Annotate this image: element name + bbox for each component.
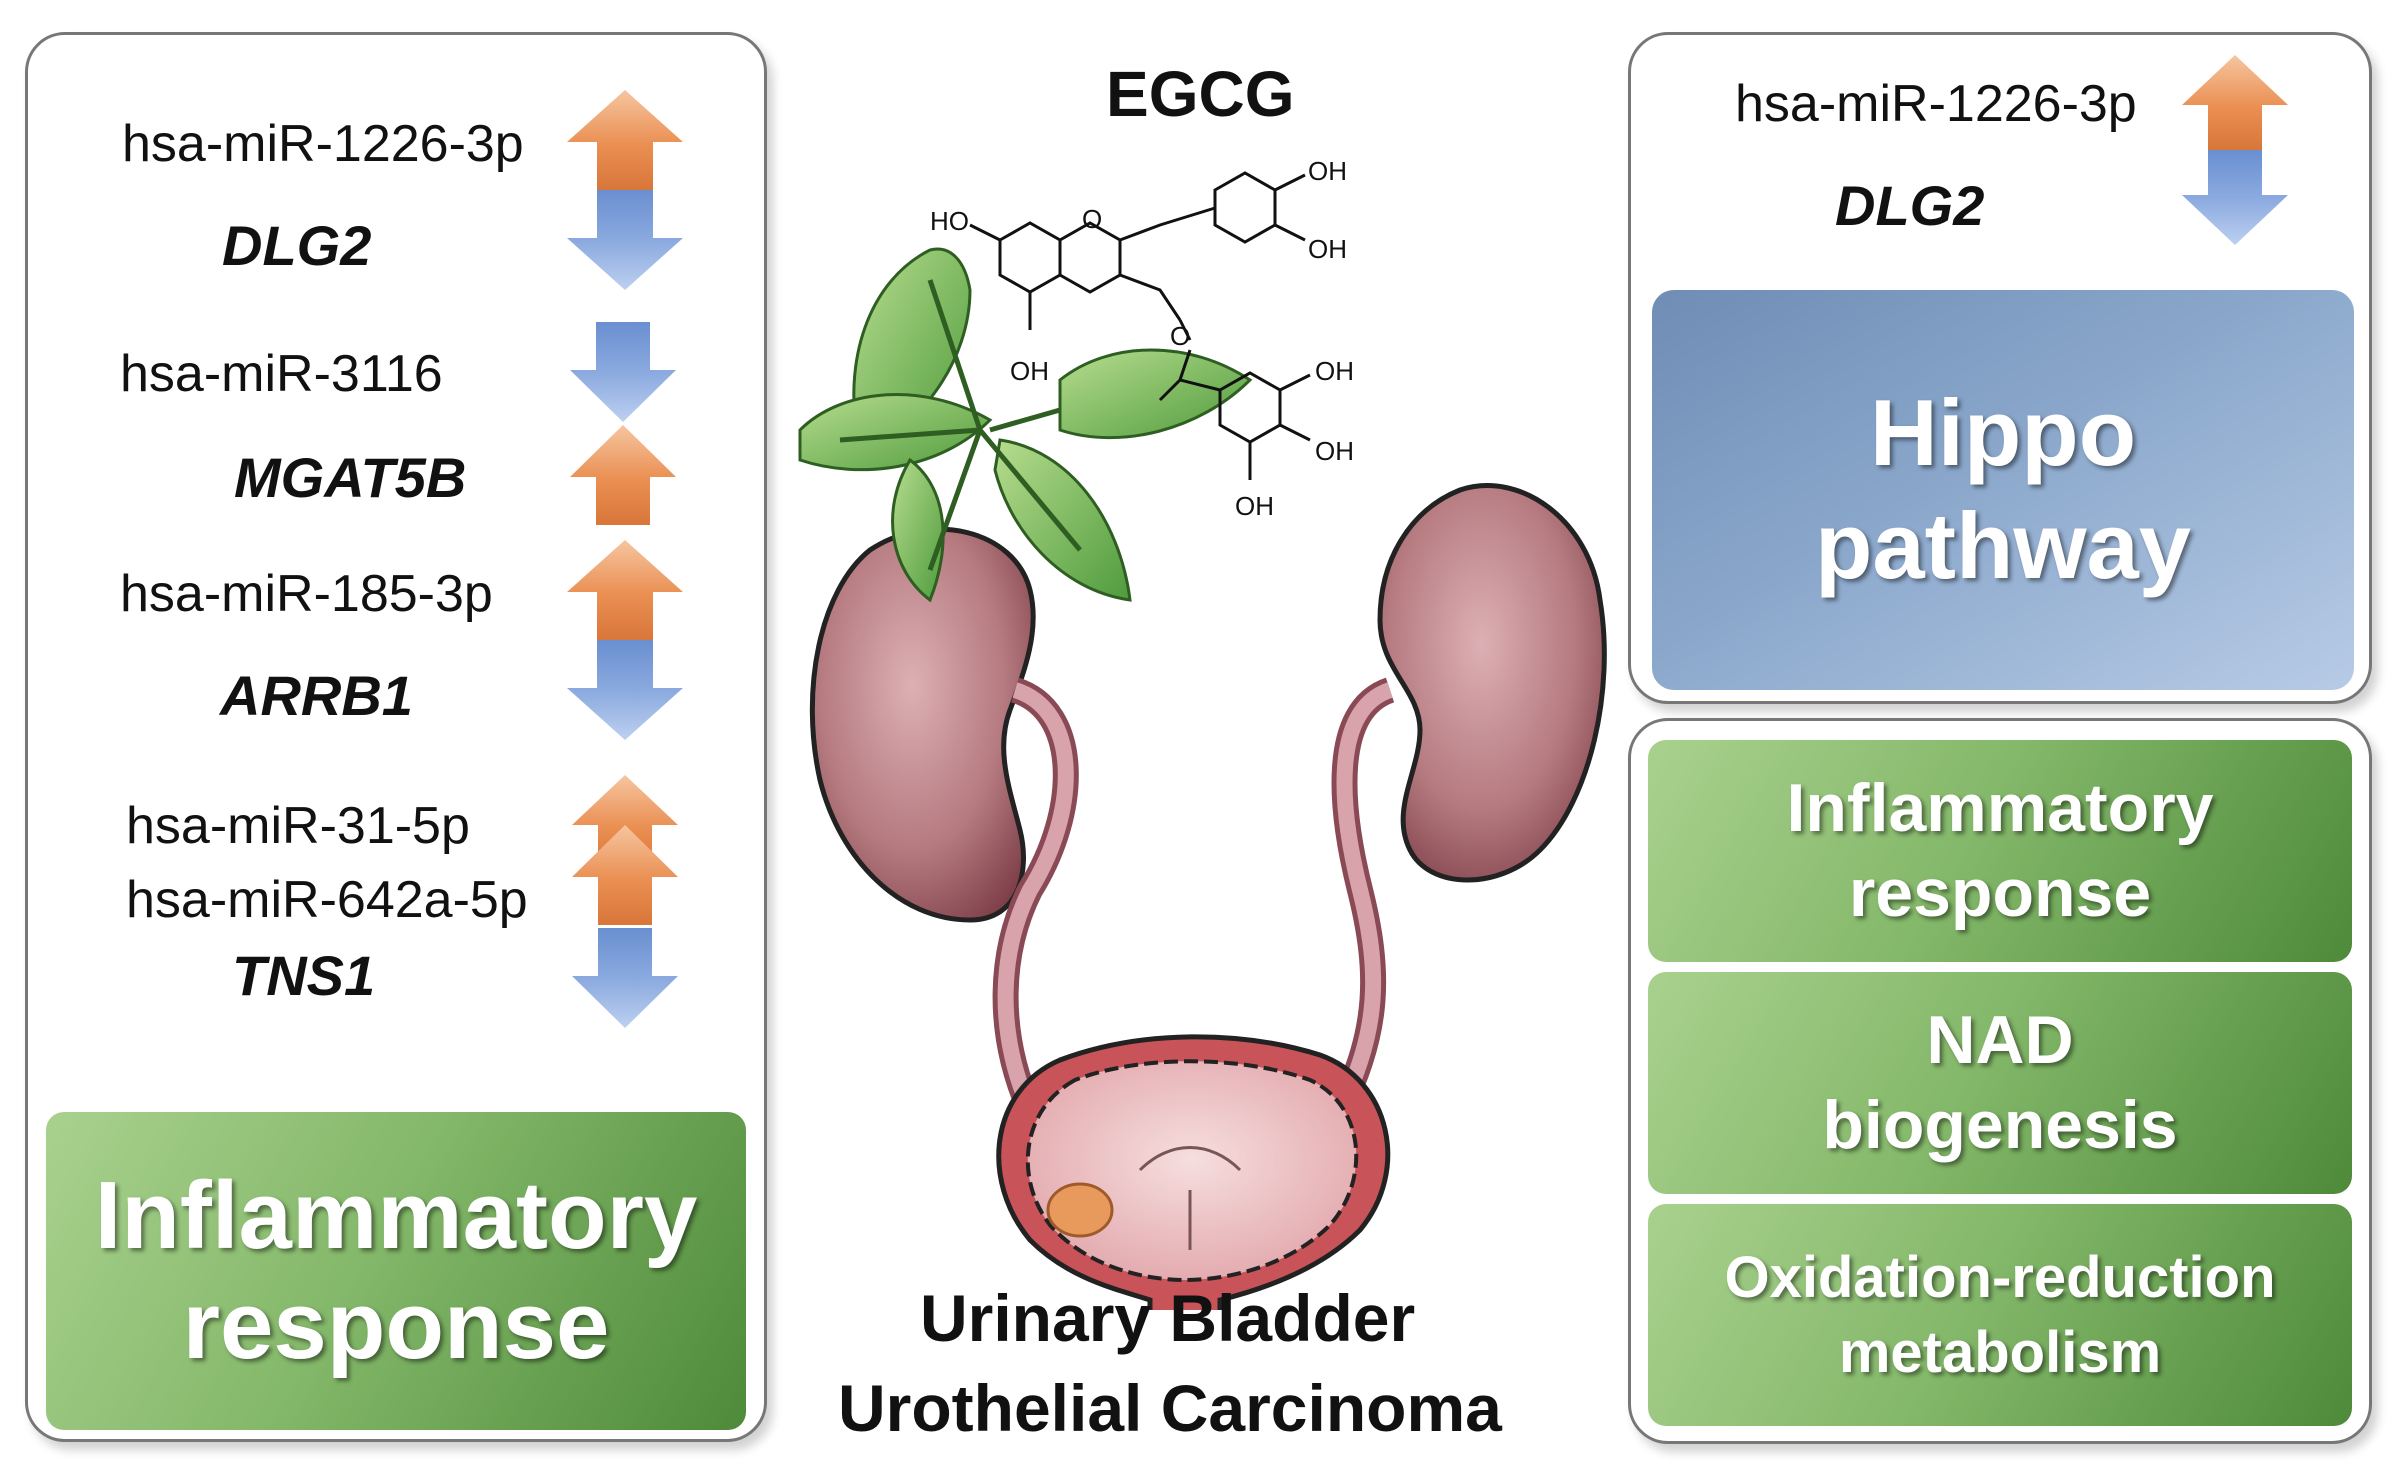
inflammatory-response-box: Inflammatory response	[1648, 740, 2352, 962]
gene-label: ARRB1	[220, 664, 413, 727]
disease-title-line1: Urinary Bladder	[920, 1281, 1416, 1355]
gene-label: DLG2	[222, 214, 372, 277]
mirna-label: hsa-miR-185-3p	[120, 565, 493, 623]
disease-title-line2: Urothelial Carcinoma	[838, 1371, 1502, 1445]
mirna-label: hsa-miR-3116	[120, 345, 443, 403]
nad-biogenesis-box: NAD biogenesis	[1648, 972, 2352, 1194]
chem-label: HO	[930, 206, 969, 236]
tea-leaf-icon	[798, 247, 1253, 603]
oxidation-reduction-box: Oxidation-reduction metabolism	[1648, 1204, 2352, 1426]
chem-label: OH	[1315, 356, 1354, 386]
box-line: NAD	[1926, 1002, 2074, 1078]
left-inflammatory-response-box: Inflammatory response	[46, 1112, 746, 1430]
box-line: biogenesis	[1822, 1087, 2178, 1163]
up-arrow-icon	[567, 540, 683, 640]
up-arrow-icon	[570, 425, 676, 525]
mirna-label: hsa-miR-642a-5p	[126, 871, 528, 929]
kidney-icon	[1377, 483, 1607, 883]
down-arrow-icon	[567, 640, 683, 740]
chem-label: OH	[1308, 156, 1347, 186]
box-line: Inflammatory	[1786, 770, 2214, 846]
tumor-icon	[1046, 1182, 1114, 1238]
up-arrow-icon	[572, 825, 678, 925]
chem-label: O	[1082, 204, 1102, 234]
kidney-icon	[809, 526, 1036, 923]
chem-label: OH	[1308, 234, 1347, 264]
up-arrow-icon	[2182, 55, 2288, 150]
down-arrow-icon	[567, 190, 683, 290]
mirna-label: hsa-miR-1226-3p	[122, 115, 524, 173]
chem-label: OH	[1235, 491, 1274, 521]
box-line: Inflammatory	[94, 1161, 698, 1269]
mirna-label: hsa-miR-31-5p	[126, 797, 470, 855]
center-illustration: HO O OH OH OH O OH OH OH	[798, 156, 1607, 1310]
down-arrow-icon	[570, 322, 676, 422]
egcg-structure	[969, 171, 1311, 480]
down-arrow-icon	[572, 928, 678, 1028]
up-arrow-icon	[567, 90, 683, 190]
box-line: response	[182, 1272, 610, 1379]
box-line: Oxidation-reduction	[1724, 1244, 2276, 1310]
gene-label: MGAT5B	[234, 446, 467, 509]
down-arrow-icon	[2182, 150, 2288, 245]
box-line: metabolism	[1838, 1320, 2162, 1385]
up-arrow-icon	[572, 775, 678, 870]
gene-label: TNS1	[232, 944, 376, 1007]
compound-title: EGCG	[1106, 58, 1295, 130]
box-line: Hippo	[1869, 380, 2137, 486]
box-line: pathway	[1814, 493, 2192, 598]
chem-label: OH	[1315, 436, 1354, 466]
chem-label: O	[1170, 321, 1190, 351]
chem-label: OH	[1010, 356, 1049, 386]
mirna-label: hsa-miR-1226-3p	[1735, 75, 2137, 133]
gene-label: DLG2	[1835, 174, 1985, 237]
hippo-pathway-box: Hippo pathway	[1652, 290, 2354, 690]
box-line: response	[1848, 855, 2152, 931]
